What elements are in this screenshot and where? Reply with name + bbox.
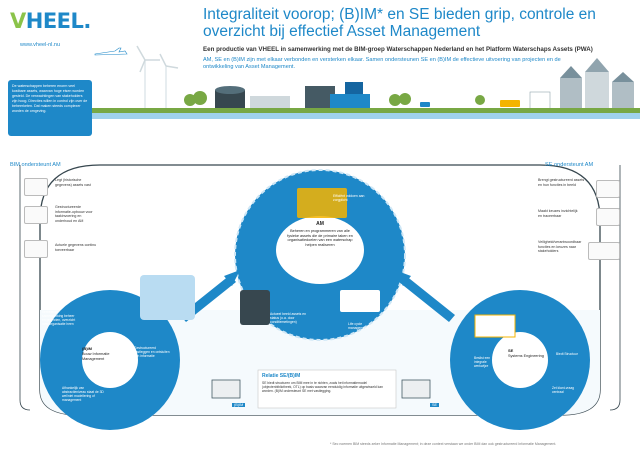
relation-title: Relatie SE/(B)IM (262, 373, 301, 379)
asset-function-icon (596, 180, 620, 198)
se-label-integraal: Beslist een integrale werkwijze (474, 356, 491, 368)
tree-icon (184, 91, 485, 106)
am-title: AM (316, 221, 324, 227)
relation-tag-se: SE (430, 403, 440, 407)
assets-record-icon (24, 178, 48, 196)
page-title: Integraliteit voorop; (B)IM* en SE biede… (203, 6, 596, 40)
car-icon (420, 102, 430, 107)
se-supports-am-heading: SE ondersteunt AM (545, 162, 594, 168)
am-label-zorgplicht: Efficiënt voldoen aan zorgplicht (333, 194, 365, 202)
road-strip (88, 108, 640, 113)
bim-subtitle: Bouw Informatie Management (82, 352, 110, 361)
bim-label-vastleggen: Gestructureerd vastleggen en ontsluiten … (134, 346, 170, 358)
intro-box: De waterschappen beheren enorm veel kost… (8, 80, 92, 136)
left-panel-item: Legt (historische gegevens) assets vast (55, 178, 91, 187)
data-traceability-icon (24, 240, 48, 258)
page-description: AM, SE en (B)IM zijn met elkaar verbonde… (203, 57, 561, 70)
water-strip (88, 113, 640, 119)
se-title: SE (508, 348, 514, 353)
se-subtitle: Systems Engineering (508, 354, 544, 358)
left-panel-item: Actuele gegevens continu toeveerbaar (55, 243, 97, 252)
right-panel-item: Maakt keuzes inzichtelijk en traceerbaar (538, 209, 578, 218)
bim-label-samenwerking: Verbeterde samenwerking beheer en projec… (42, 310, 76, 326)
relation-diagram (19, 164, 621, 430)
landscape-illustration (94, 45, 634, 111)
right-panel-item: Brengt gestructureerd assets en hun func… (538, 178, 585, 187)
left-panel-item: Gestructureerde informatie-opbouw voor t… (55, 205, 93, 223)
se-label-structuur: Biedt Structuur (556, 352, 578, 356)
houses-icon (529, 58, 634, 111)
vheel-logo: VHEEL. (10, 9, 91, 33)
bim-title: (B)IM (82, 346, 92, 351)
bus-icon (500, 100, 520, 107)
right-panel-item: Veiligheid/verantwoordbaar functies en k… (538, 240, 582, 254)
stakeholder-report-icon (588, 242, 620, 260)
website-link[interactable]: www.vheel-nl.nu (20, 42, 61, 48)
am-label-actueel: Actueel beeld assets en status (o.a. doo… (270, 312, 307, 324)
information-structure-icon (24, 206, 48, 224)
relation-tag-bim: (B)IM (232, 403, 246, 407)
bim-label-abstractie: Afhankelijk van abstractieniveau staat d… (62, 386, 104, 402)
bim-supports-am-heading: BIM ondersteunt AM (10, 162, 61, 168)
decision-tree-icon (596, 208, 620, 226)
am-description: Beheren en programmeren van alle fysieke… (287, 229, 353, 248)
footnote: * Sec noemen BIM steeds zeker Informatie… (330, 442, 557, 446)
page-subtitle: Een productie van VHEEL in samenwerking … (203, 46, 593, 53)
se-label-klantvraag: Zet klant-vraag centraal (552, 386, 574, 394)
airplane-icon (94, 47, 128, 56)
tank-icon (215, 90, 245, 110)
wind-turbine-icon (136, 45, 179, 110)
am-label-lifecycle: Life cycle management (348, 322, 368, 330)
relation-text: SE biedt structuren om BIM mee in te ric… (262, 381, 383, 394)
